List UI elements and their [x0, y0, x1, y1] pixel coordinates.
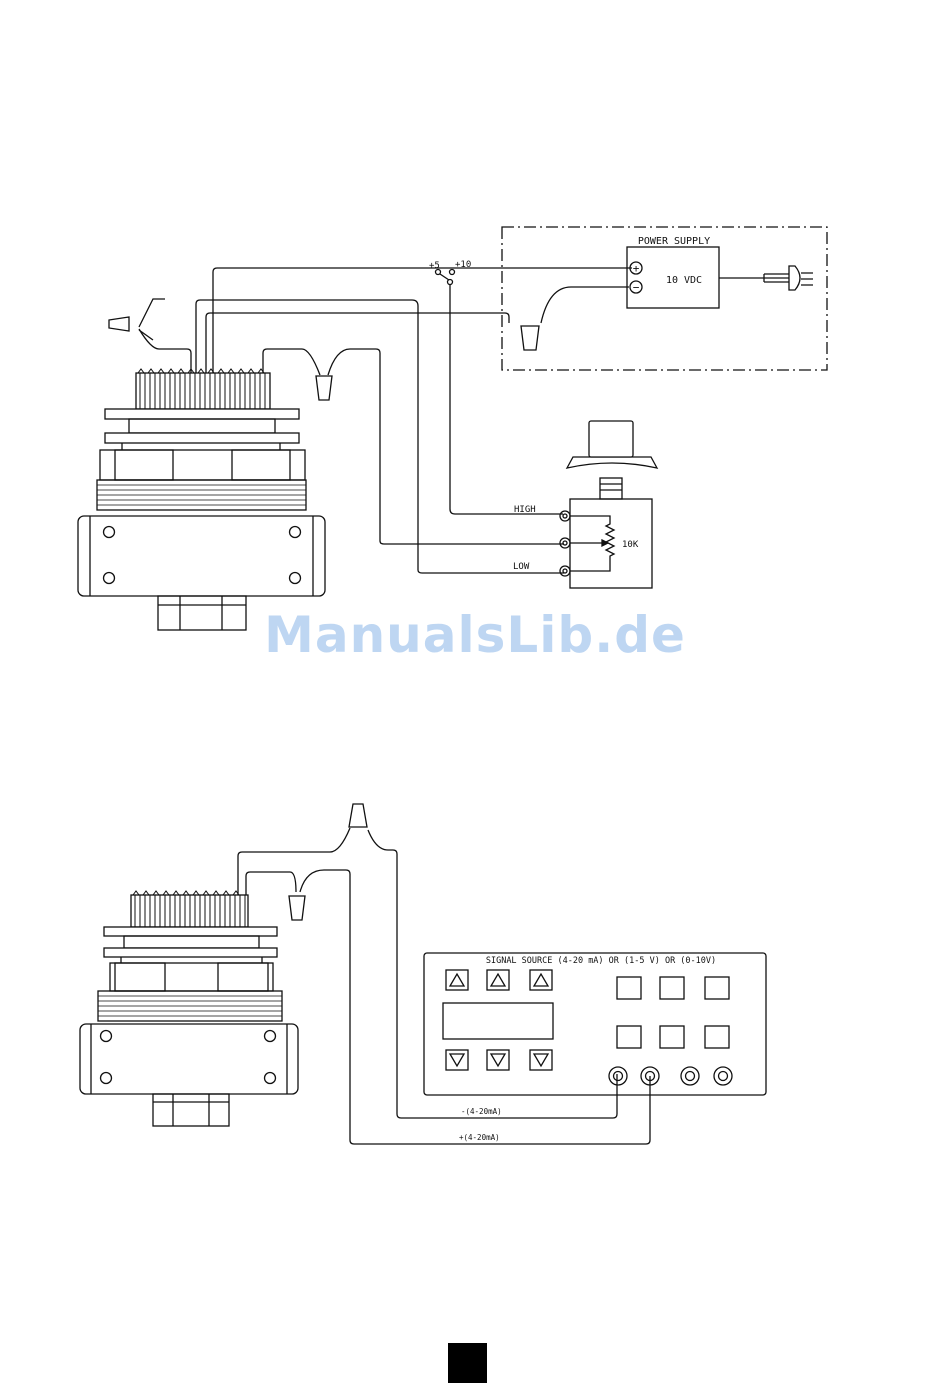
voltage-label: 10 VDC	[666, 275, 702, 286]
jumper-10-label: +10	[455, 260, 471, 270]
pot-value-label: 10K	[622, 540, 639, 550]
watermark: ManualsLib.de	[0, 606, 950, 664]
plus-symbol: +	[633, 262, 640, 275]
wire-nut-signal	[289, 896, 305, 920]
actuator-1	[78, 369, 325, 630]
minus-symbol: −	[633, 281, 640, 294]
wire-nut-top	[349, 804, 367, 827]
potentiometer	[560, 421, 657, 588]
signal-source-label: SIGNAL SOURCE (4-20 mA) OR (1-5 V) OR (0…	[486, 956, 716, 966]
plug-icon	[789, 266, 800, 290]
signal-display	[443, 1003, 553, 1039]
actuator-2	[80, 891, 298, 1126]
jumper-5-label: +5	[429, 261, 440, 271]
jumper-pin-10	[450, 270, 455, 275]
page-number-block	[448, 1343, 487, 1383]
power-supply-label: POWER SUPPLY	[638, 236, 710, 247]
wire-nut-left	[109, 317, 129, 331]
wire-nut-power	[521, 326, 539, 350]
neg-wire-label: -(4-20mA)	[461, 1107, 502, 1116]
signal-source-device	[424, 953, 766, 1095]
wire-nut-middle	[316, 376, 332, 400]
pot-low-label: LOW	[513, 562, 530, 572]
wires-2	[238, 828, 650, 1144]
wires-1	[139, 268, 632, 573]
pot-high-label: HIGH	[514, 505, 536, 515]
power-cord	[719, 274, 789, 282]
pos-wire-label: +(4-20mA)	[459, 1133, 500, 1142]
